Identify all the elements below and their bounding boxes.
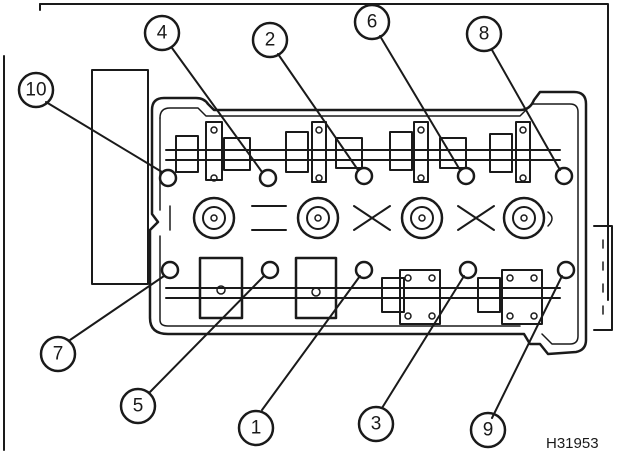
leader-lines bbox=[45, 35, 563, 419]
callout-10-label: 10 bbox=[25, 80, 46, 101]
callout-3: 3 bbox=[357, 405, 395, 443]
bolt-10 bbox=[158, 168, 178, 188]
callout-5: 5 bbox=[119, 387, 157, 425]
right-bracket bbox=[593, 225, 613, 331]
callout-3-label: 3 bbox=[371, 414, 382, 435]
upper-bearing-caps bbox=[205, 121, 531, 183]
bolt-5 bbox=[260, 260, 280, 280]
spark-plug-wells bbox=[169, 196, 553, 240]
bolt-8 bbox=[554, 166, 574, 186]
bolt-4 bbox=[258, 168, 278, 188]
callout-1: 1 bbox=[237, 409, 275, 447]
cylinder-head-outline bbox=[148, 90, 588, 356]
bolt-6 bbox=[456, 166, 476, 186]
lower-bearing-caps bbox=[198, 256, 543, 325]
callout-6: 6 bbox=[353, 3, 391, 41]
lower-camshaft bbox=[165, 277, 561, 313]
reference-code: H31953 bbox=[546, 435, 599, 452]
callout-9: 9 bbox=[469, 411, 507, 449]
bolt-3 bbox=[458, 260, 478, 280]
side-plate bbox=[91, 69, 149, 285]
bolt-2 bbox=[354, 166, 374, 186]
callout-4: 4 bbox=[143, 14, 181, 52]
bolt-holes bbox=[158, 166, 576, 280]
callout-4-label: 4 bbox=[157, 23, 168, 44]
bolt-9 bbox=[556, 260, 576, 280]
callout-1-label: 1 bbox=[251, 418, 262, 439]
callout-9-label: 9 bbox=[483, 420, 494, 441]
callout-5-label: 5 bbox=[133, 396, 144, 417]
upper-camshaft bbox=[165, 131, 561, 173]
callout-2-label: 2 bbox=[265, 30, 276, 51]
callout-10: 10 bbox=[17, 71, 55, 109]
callout-7-label: 7 bbox=[53, 344, 64, 365]
bolt-1 bbox=[354, 260, 374, 280]
callout-7: 7 bbox=[39, 335, 77, 373]
callout-2: 2 bbox=[251, 21, 289, 59]
bolt-7 bbox=[160, 260, 180, 280]
callout-8-label: 8 bbox=[479, 24, 490, 45]
callout-6-label: 6 bbox=[367, 12, 378, 33]
figure-frame bbox=[3, 3, 609, 451]
callout-8: 8 bbox=[465, 15, 503, 53]
